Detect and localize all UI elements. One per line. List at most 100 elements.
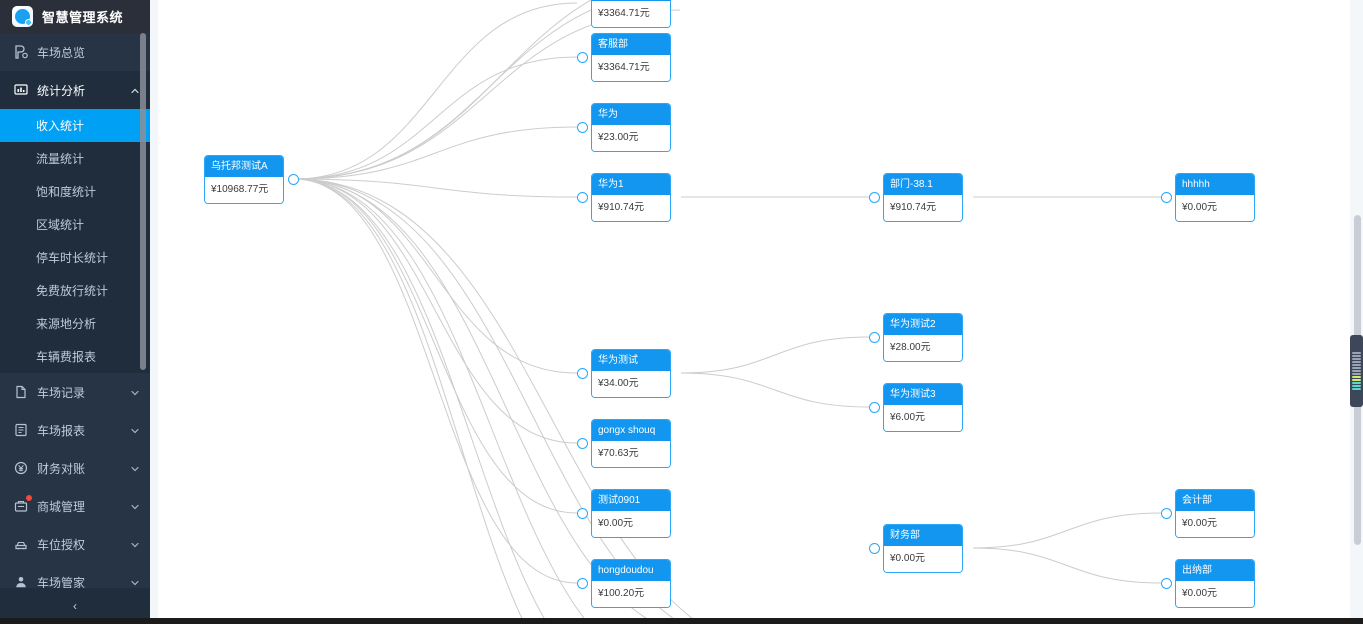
tree-node[interactable]: 会计部¥0.00元 bbox=[1175, 489, 1255, 538]
tree-node[interactable]: 华为测试2¥28.00元 bbox=[883, 313, 963, 362]
tree-node-port[interactable] bbox=[869, 191, 880, 203]
window-bottom-strip bbox=[0, 618, 1363, 624]
tree-node-label: 财务部 bbox=[884, 525, 962, 546]
tree-node[interactable]: 华为¥23.00元 bbox=[591, 103, 671, 152]
tree-node[interactable]: 乌托邦测试A¥10968.77元 bbox=[204, 155, 284, 204]
shop-cart-icon bbox=[13, 498, 29, 514]
sidebar: 智慧管理系统 车场总览 统计分析 收入统计 流量统计 bbox=[0, 0, 150, 624]
sidebar-item-label: 车位授权 bbox=[37, 537, 86, 552]
sidebar-item-statistics[interactable]: 统计分析 bbox=[0, 71, 150, 109]
tree-node-port[interactable] bbox=[577, 121, 588, 133]
tree-link bbox=[680, 372, 870, 408]
sidebar-menu: 车场总览 统计分析 收入统计 流量统计 饱和度统计 区域统计 停车时长统计 免费… bbox=[0, 33, 150, 601]
tree-node[interactable]: gongx shouq¥70.63元 bbox=[591, 419, 671, 468]
tree-node-port[interactable] bbox=[1161, 577, 1172, 589]
sidebar-item-parking-butler[interactable]: 车场管家 bbox=[0, 563, 150, 601]
tree-node-label: 华为测试2 bbox=[884, 314, 962, 335]
main-content: 乌托邦测试A¥10968.77元 ¥3364.71元客服部¥3364.71元华为¥… bbox=[150, 0, 1363, 624]
tree-node-label: hongdoudou bbox=[592, 560, 670, 581]
tree-node[interactable]: 客服部¥3364.71元 bbox=[591, 33, 671, 82]
sidebar-subitem-vehicle-fee-report[interactable]: 车辆费报表 bbox=[0, 340, 150, 373]
tree-node-label: 出纳部 bbox=[1176, 560, 1254, 581]
tree-link bbox=[293, 178, 526, 624]
tree-link bbox=[293, 56, 578, 180]
sidebar-item-parking-reports[interactable]: 车场报表 bbox=[0, 411, 150, 449]
tree-node[interactable]: 部门-38.1¥910.74元 bbox=[883, 173, 963, 222]
tree-node[interactable]: hongdoudou¥100.20元 bbox=[591, 559, 671, 608]
sidebar-subitem-free-release-statistics[interactable]: 免费放行统计 bbox=[0, 274, 150, 307]
tree-node-port[interactable] bbox=[577, 367, 588, 379]
tree-node[interactable]: 出纳部¥0.00元 bbox=[1175, 559, 1255, 608]
tree-node-label: 部门-38.1 bbox=[884, 174, 962, 195]
tree-node-port[interactable] bbox=[869, 331, 880, 343]
sidebar-subitem-label: 区域统计 bbox=[36, 218, 85, 232]
tree-node-port[interactable] bbox=[577, 191, 588, 203]
app-logo-icon bbox=[12, 6, 33, 27]
tree-node-label: gongx shouq bbox=[592, 420, 670, 441]
sidebar-item-label: 统计分析 bbox=[37, 83, 86, 98]
app-title: 智慧管理系统 bbox=[42, 10, 124, 25]
sidebar-subitem-label: 来源地分析 bbox=[36, 317, 97, 331]
tree-link bbox=[293, 178, 578, 198]
tree-node-port[interactable] bbox=[869, 542, 880, 554]
page-scrollbar-track[interactable] bbox=[1350, 0, 1363, 624]
tree-node-label: hhhhh bbox=[1176, 174, 1254, 195]
page-scrollbar-thumb[interactable] bbox=[1350, 335, 1363, 407]
tree-node[interactable]: 华为测试3¥6.00元 bbox=[883, 383, 963, 432]
tree-node-amount: ¥28.00元 bbox=[884, 335, 962, 361]
sidebar-item-parking-space-authorization[interactable]: 车位授权 bbox=[0, 525, 150, 563]
sidebar-item-mall-management[interactable]: 商城管理 bbox=[0, 487, 150, 525]
tree-root-port[interactable] bbox=[288, 173, 299, 185]
sidebar-scrollbar[interactable] bbox=[140, 33, 146, 370]
finance-yuan-icon bbox=[13, 460, 29, 476]
sidebar-subitem-label: 收入统计 bbox=[36, 119, 85, 133]
sidebar-subitem-label: 免费放行统计 bbox=[36, 284, 109, 298]
chevron-down-icon bbox=[130, 539, 140, 549]
sidebar-subitem-income-statistics[interactable]: 收入统计 bbox=[0, 109, 150, 142]
chevron-down-icon bbox=[130, 501, 140, 511]
sidebar-item-label: 车场总览 bbox=[37, 45, 86, 60]
tree-node-label bbox=[592, 0, 670, 1]
chevron-up-icon bbox=[130, 85, 140, 95]
sidebar-subitem-parking-duration-statistics[interactable]: 停车时长统计 bbox=[0, 241, 150, 274]
tree-link bbox=[972, 547, 1162, 584]
tree-node[interactable]: 测试0901¥0.00元 bbox=[591, 489, 671, 538]
tree-node-label: 测试0901 bbox=[592, 490, 670, 511]
tree-node-port[interactable] bbox=[869, 401, 880, 413]
chevron-down-icon bbox=[130, 577, 140, 587]
sidebar-subitem-source-analysis[interactable]: 来源地分析 bbox=[0, 307, 150, 340]
tree-node-port[interactable] bbox=[577, 51, 588, 63]
tree-node-port[interactable] bbox=[1161, 191, 1172, 203]
app-logo-bar: 智慧管理系统 bbox=[0, 0, 150, 33]
sidebar-subitem-area-statistics[interactable]: 区域统计 bbox=[0, 208, 150, 241]
sidebar-subitem-saturation-statistics[interactable]: 饱和度统计 bbox=[0, 175, 150, 208]
car-authorize-icon bbox=[13, 536, 29, 552]
chevron-down-icon bbox=[130, 387, 140, 397]
tree-node[interactable]: ¥3364.71元 bbox=[591, 0, 671, 28]
manager-person-icon bbox=[13, 574, 29, 590]
chart-analysis-icon bbox=[13, 82, 29, 98]
org-tree-canvas[interactable]: 乌托邦测试A¥10968.77元 ¥3364.71元客服部¥3364.71元华为¥… bbox=[150, 0, 1363, 624]
tree-link bbox=[293, 178, 578, 374]
tree-node-port[interactable] bbox=[577, 507, 588, 519]
tree-node-amount: ¥0.00元 bbox=[1176, 195, 1254, 221]
tree-node[interactable]: 财务部¥0.00元 bbox=[883, 524, 963, 573]
tree-node-amount: ¥34.00元 bbox=[592, 371, 670, 397]
tree-node-port[interactable] bbox=[577, 437, 588, 449]
tree-node[interactable]: 华为1¥910.74元 bbox=[591, 173, 671, 222]
tree-node[interactable]: hhhhh¥0.00元 bbox=[1175, 173, 1255, 222]
tree-node-port[interactable] bbox=[577, 577, 588, 589]
sidebar-subitem-flow-statistics[interactable]: 流量统计 bbox=[0, 142, 150, 175]
tree-node-label: 华为测试 bbox=[592, 350, 670, 371]
sidebar-item-parking-records[interactable]: 车场记录 bbox=[0, 373, 150, 411]
sidebar-item-parking-overview[interactable]: 车场总览 bbox=[0, 33, 150, 71]
tree-node-label: 会计部 bbox=[1176, 490, 1254, 511]
sidebar-item-label: 财务对账 bbox=[37, 461, 86, 476]
sidebar-item-financial-reconciliation[interactable]: 财务对账 bbox=[0, 449, 150, 487]
tree-node-port[interactable] bbox=[1161, 507, 1172, 519]
record-document-icon bbox=[13, 384, 29, 400]
sidebar-item-label: 车场报表 bbox=[37, 423, 86, 438]
tree-link bbox=[972, 512, 1162, 549]
tree-node[interactable]: 华为测试¥34.00元 bbox=[591, 349, 671, 398]
